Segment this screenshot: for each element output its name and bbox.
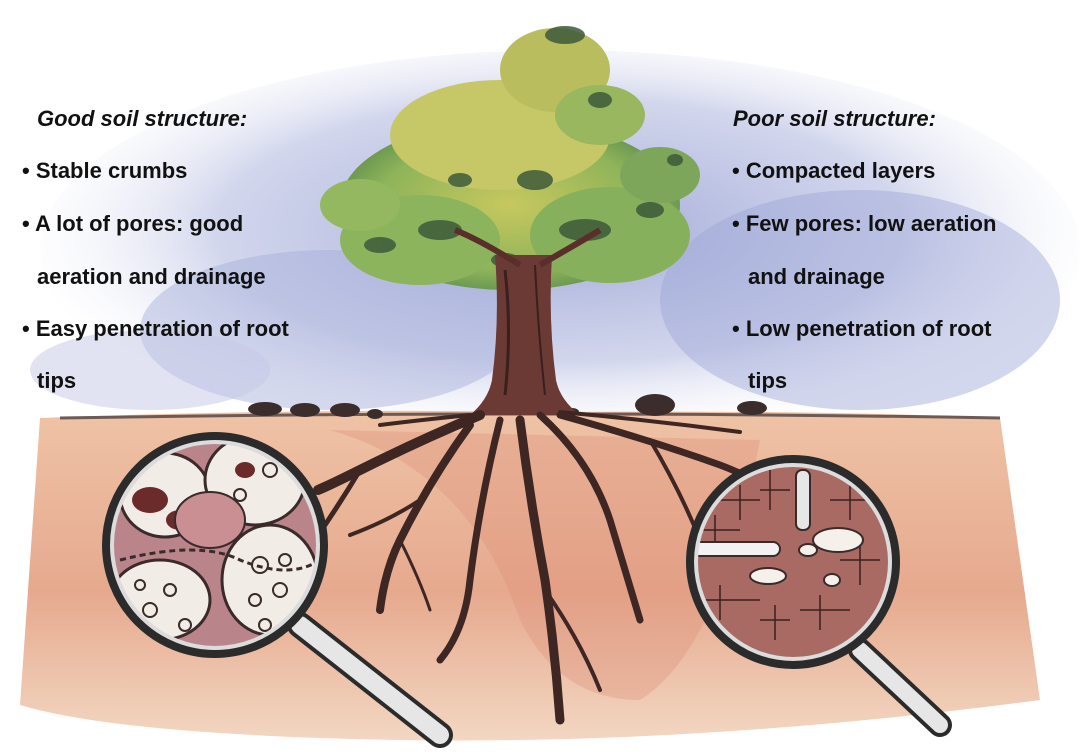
good-soil-point-2: • A lot of pores: good xyxy=(22,211,243,237)
poor-soil-point-2: • Few pores: low aeration xyxy=(732,211,996,237)
good-soil-point-2-cont: aeration and drainage xyxy=(37,264,266,290)
poor-soil-point-1: • Compacted layers xyxy=(732,158,935,184)
poor-soil-heading: Poor soil structure: xyxy=(733,106,936,132)
poor-soil-point-3: • Low penetration of root xyxy=(732,316,991,342)
good-soil-point-3: • Easy penetration of root xyxy=(22,316,289,342)
good-soil-point-1: • Stable crumbs xyxy=(22,158,187,184)
poor-soil-point-3-cont: tips xyxy=(748,368,787,394)
good-soil-point-3-cont: tips xyxy=(37,368,76,394)
poor-soil-point-2-cont: and drainage xyxy=(748,264,885,290)
good-soil-heading: Good soil structure: xyxy=(37,106,247,132)
